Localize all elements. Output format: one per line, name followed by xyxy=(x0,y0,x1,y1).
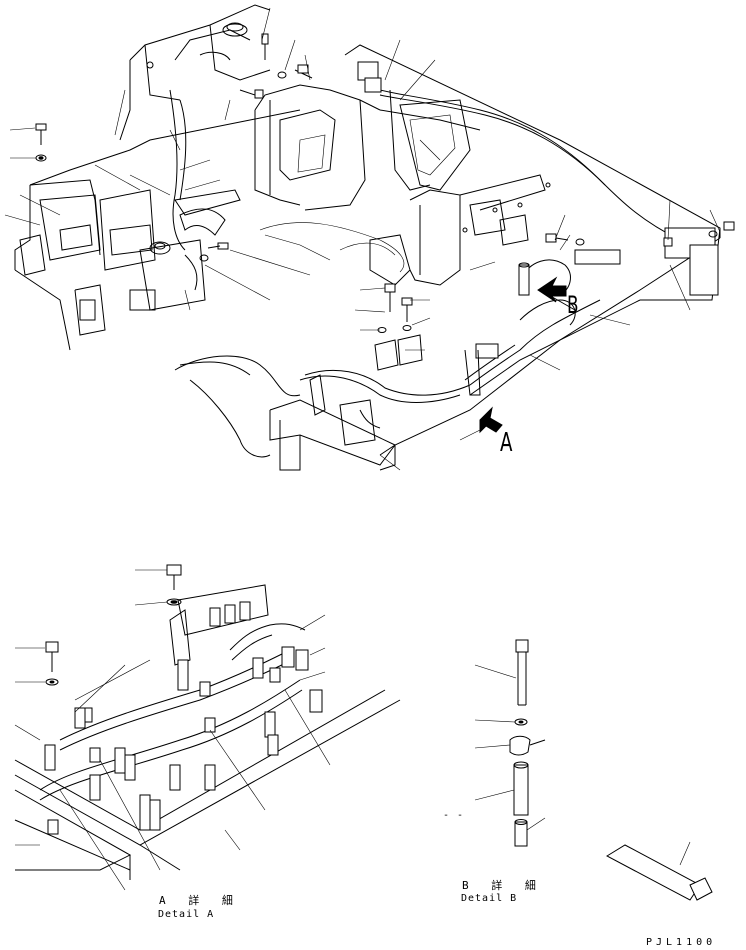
front-step xyxy=(269,374,396,471)
callout-a-label: A xyxy=(500,428,513,458)
leader-lines xyxy=(4,7,721,471)
stray-mark: - - xyxy=(443,810,465,821)
fasteners-main xyxy=(35,33,735,371)
detail-b-view xyxy=(474,639,713,901)
drawing-code: PJL1100 xyxy=(646,937,717,948)
cab-mount xyxy=(254,84,481,286)
detail-b-title-jp: B 詳 細 xyxy=(462,879,544,892)
detail-a-title-jp: A 詳 細 xyxy=(159,894,241,907)
left-bracket-assembly xyxy=(14,179,241,351)
relay-boxes xyxy=(357,61,719,396)
engine-hood xyxy=(119,4,271,141)
callout-arrows xyxy=(479,276,567,434)
detail-a-title-en: Detail A xyxy=(158,909,215,920)
detail-a-view xyxy=(14,564,401,891)
callout-b-label: B xyxy=(567,291,579,319)
main-assembly-view xyxy=(4,4,735,471)
detail-b-title-en: Detail B xyxy=(461,893,518,904)
wiring-harness xyxy=(169,89,681,458)
